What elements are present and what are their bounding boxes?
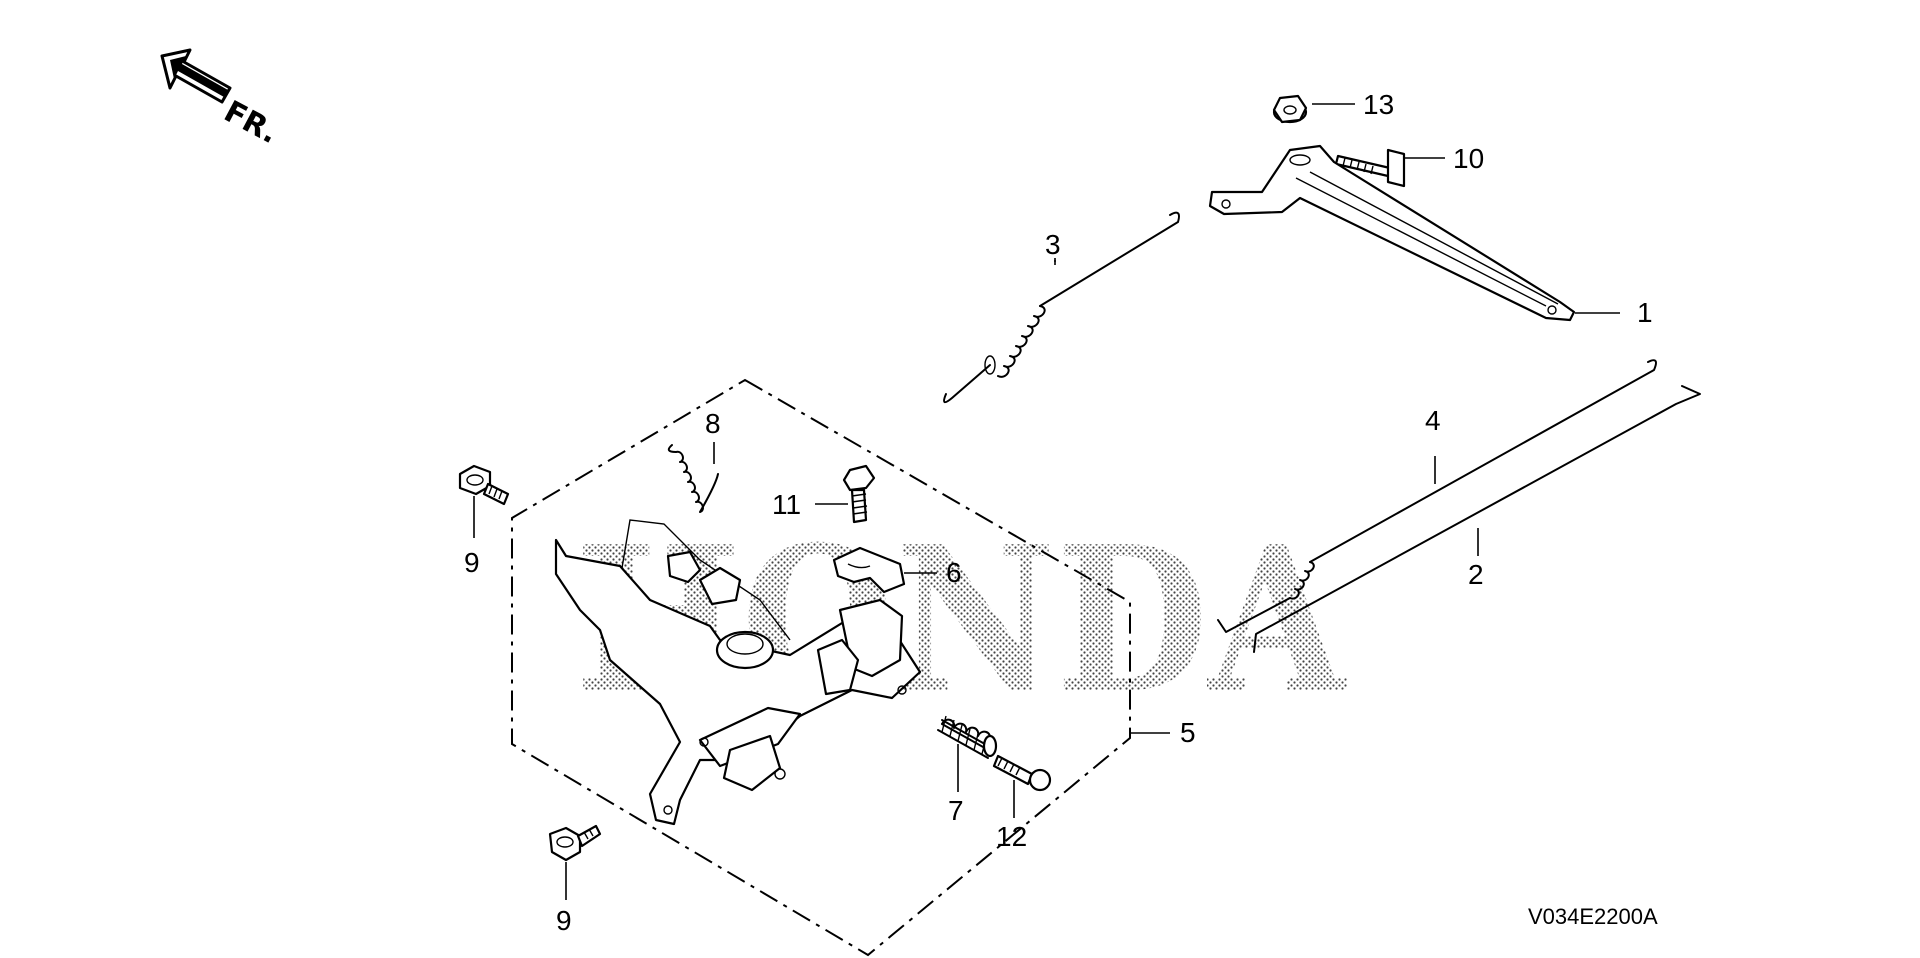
clip-6 xyxy=(832,546,906,594)
spring-8 xyxy=(667,444,719,513)
drawing-code: V034E2200A xyxy=(1528,904,1658,929)
governor-rod-spring-3 xyxy=(943,211,1180,404)
bolt-11 xyxy=(842,464,876,524)
bolt-10 xyxy=(1334,148,1406,188)
callout-9-upper: 9 xyxy=(464,547,480,578)
control-base-5 xyxy=(554,519,922,826)
callout-11: 11 xyxy=(772,489,801,520)
callout-labels: 1 2 3 4 5 6 7 8 9 9 10 11 12 13 xyxy=(464,89,1653,936)
callout-4: 4 xyxy=(1425,405,1441,436)
throttle-rod-2 xyxy=(1253,385,1701,653)
callout-13: 13 xyxy=(1363,89,1394,120)
callout-3: 3 xyxy=(1045,229,1061,260)
callout-2: 2 xyxy=(1468,559,1484,590)
callout-9-lower: 9 xyxy=(556,905,572,936)
flange-bolt-9-upper xyxy=(458,464,510,506)
callout-8: 8 xyxy=(705,408,721,439)
screw-12 xyxy=(992,754,1052,792)
front-label: FR. xyxy=(218,94,283,151)
control-rod-4 xyxy=(1217,359,1657,633)
control-lever-1 xyxy=(1208,144,1576,322)
spring-7 xyxy=(937,715,998,759)
callout-5: 5 xyxy=(1180,717,1196,748)
flange-nut-13 xyxy=(1272,94,1308,124)
callout-7: 7 xyxy=(948,795,964,826)
assembly-outline xyxy=(511,378,1131,957)
callout-1: 1 xyxy=(1637,297,1653,328)
flange-bolt-9-lower xyxy=(548,824,602,862)
callout-10: 10 xyxy=(1453,143,1484,174)
callout-6: 6 xyxy=(946,557,962,588)
callout-12: 12 xyxy=(996,821,1027,852)
front-direction-arrow-icon xyxy=(160,48,232,104)
